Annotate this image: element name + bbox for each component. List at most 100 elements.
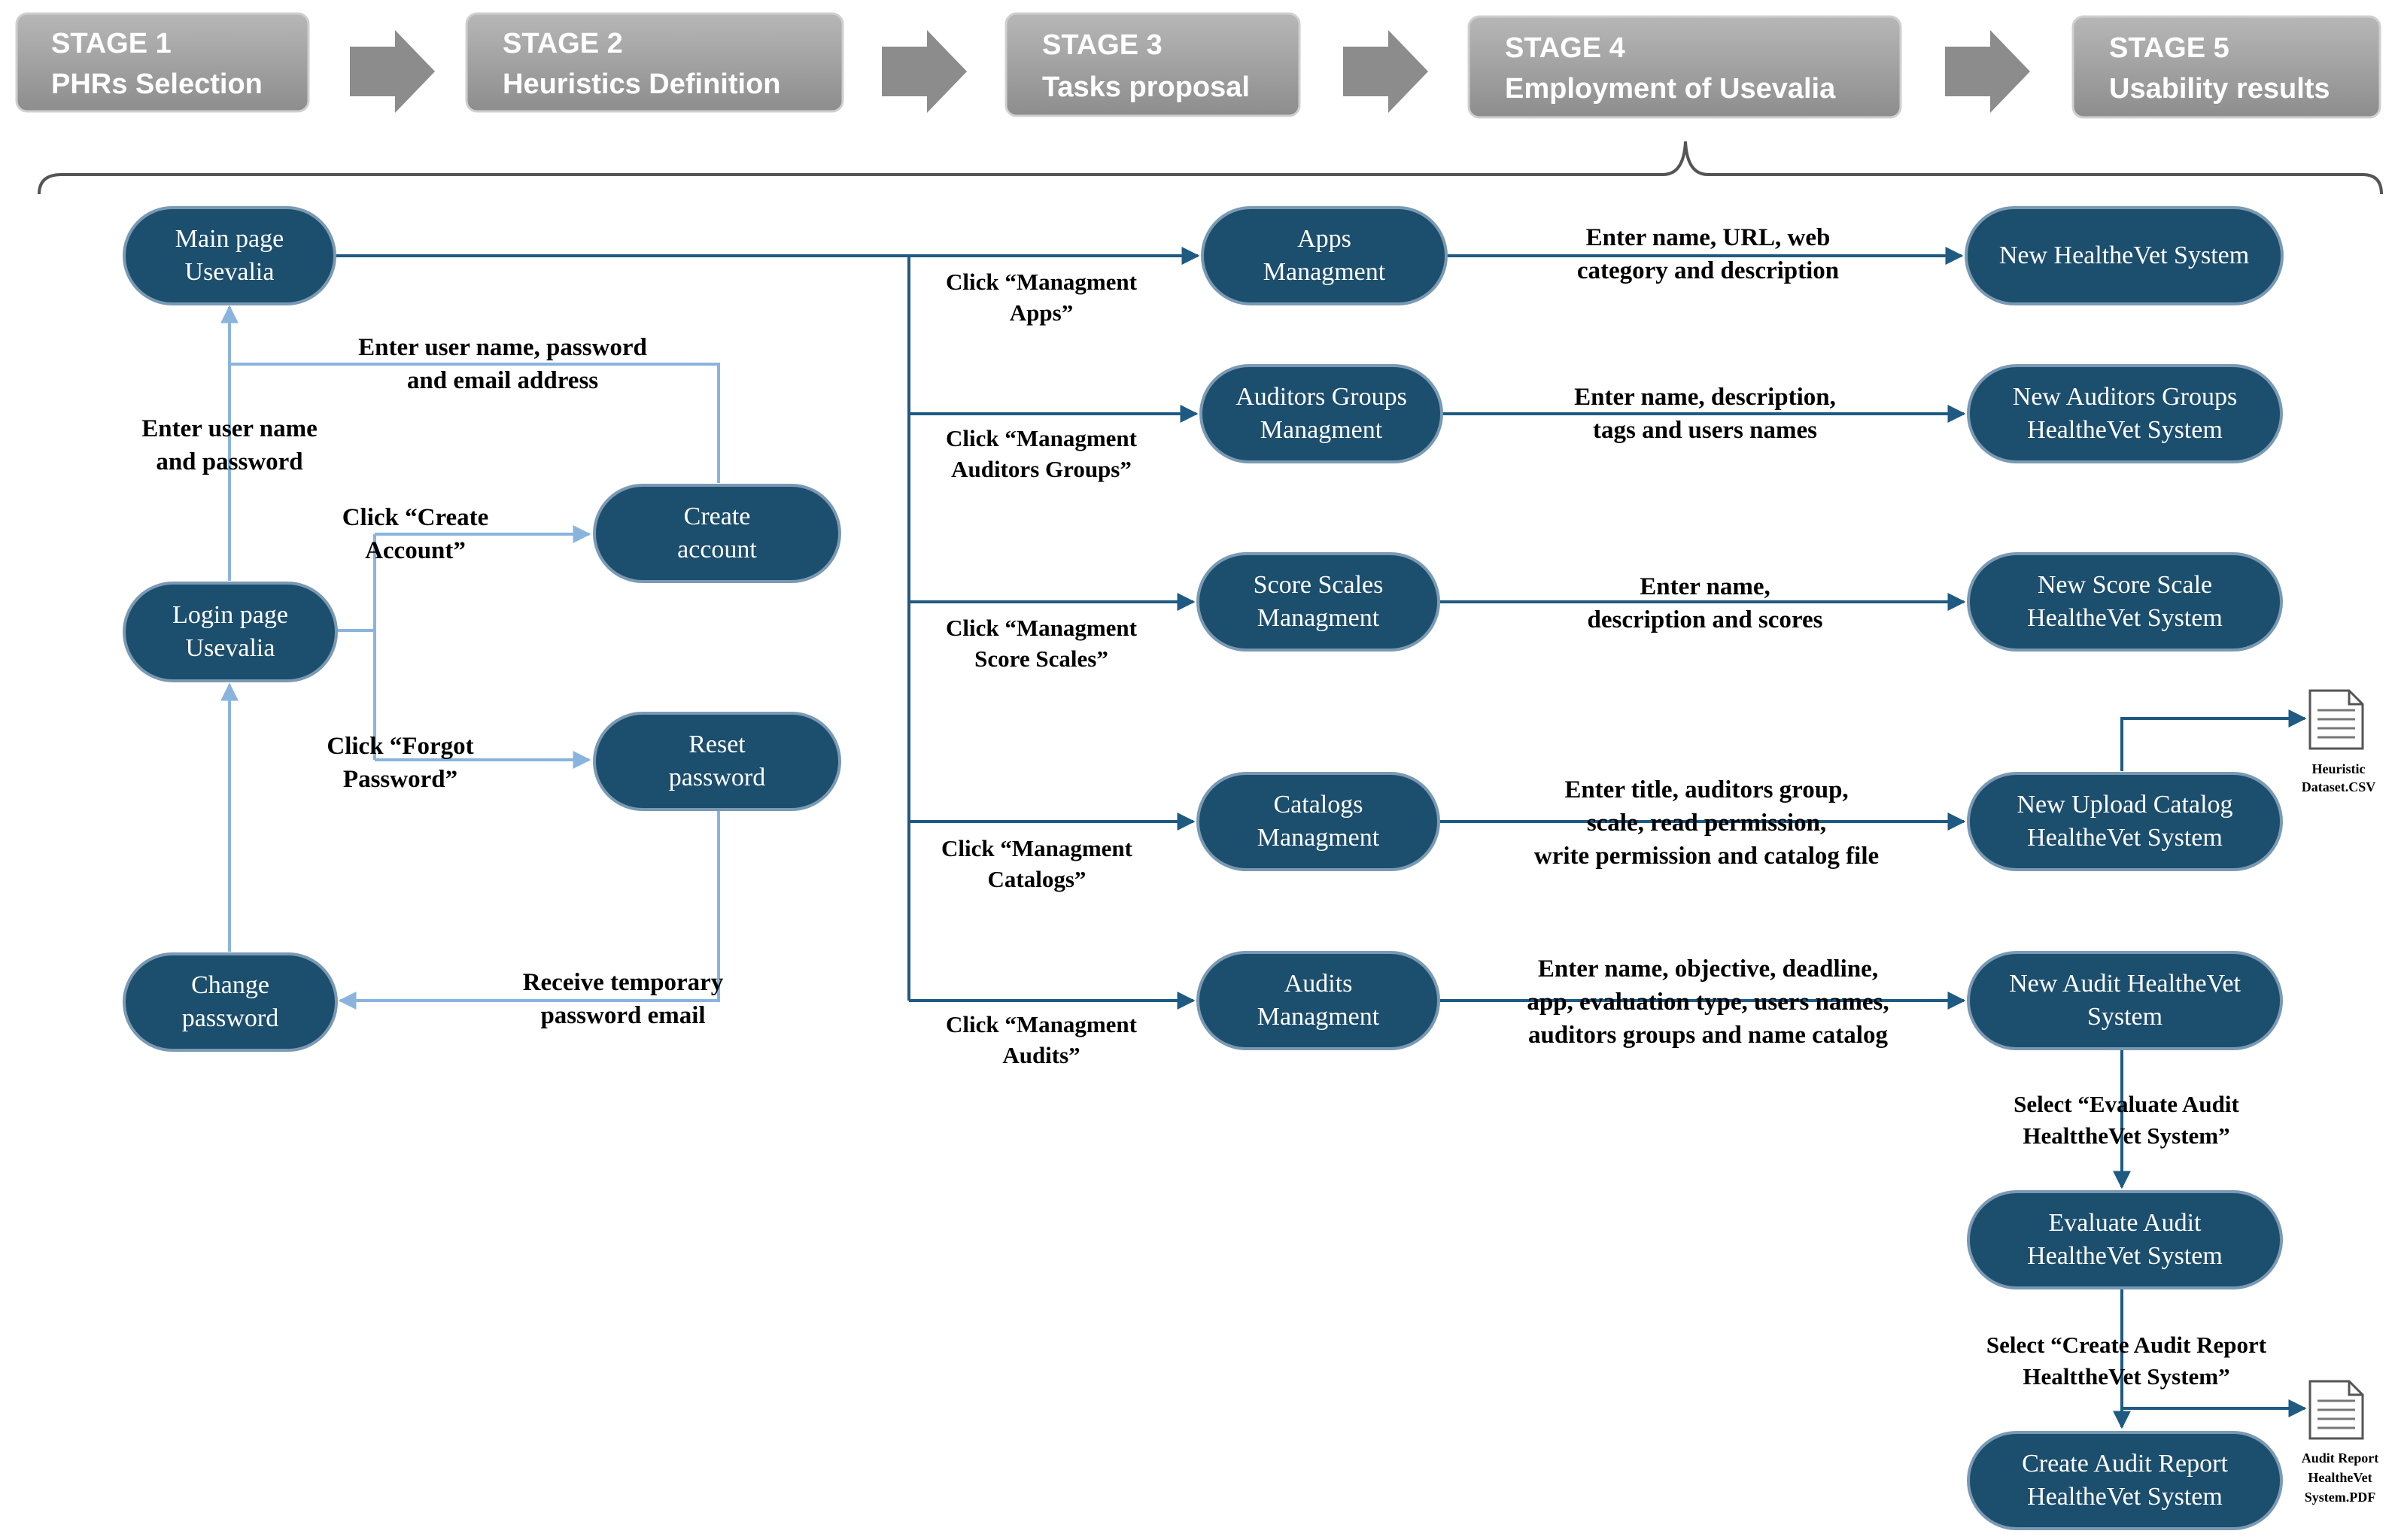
svg-text:Enter name, URL, web: Enter name, URL, web [1586,224,1831,251]
svg-text:HealttheVet System”: HealttheVet System” [2023,1363,2229,1390]
svg-text:Account”: Account” [365,537,466,564]
label-enter-catalogs: Enter title, auditors group, scale, read… [1534,776,1879,870]
stage-2-title: Heuristics Definition [503,68,781,100]
svg-text:HealtheVet System: HealtheVet System [2027,1242,2223,1270]
auditors-groups-managment-node[interactable]: Auditors Groups Managment [1199,364,1443,463]
stage-4-title: Employment of Usevalia [1505,73,1836,105]
svg-text:Enter user name: Enter user name [141,415,317,442]
svg-text:Managment: Managment [1260,416,1383,444]
svg-text:Change: Change [191,971,269,999]
label-enter-user-pwd: Enter user name and password [141,415,317,475]
svg-text:New Audit HealtheVet: New Audit HealtheVet [2009,970,2241,998]
svg-text:Enter name, objective, deadlin: Enter name, objective, deadline, [1538,955,1878,983]
new-score-scale-node[interactable]: New Score Scale HealtheVet System [1967,552,2283,652]
audits-managment-node[interactable]: Audits Managment [1196,951,1440,1050]
stage-5-number: STAGE 5 [2109,32,2229,64]
label-click-auditors-groups: Click “Managment Auditors Groups” [946,425,1138,482]
apps-managment-node[interactable]: Apps Managment [1201,206,1448,305]
svg-text:Score Scales”: Score Scales” [974,645,1108,672]
label-enter-groups: Enter name, description, tags and users … [1574,384,1836,444]
svg-text:New Upload Catalog: New Upload Catalog [2017,791,2232,819]
svg-text:Create: Create [684,503,751,530]
svg-text:category and description: category and description [1577,257,1839,284]
stage-4-number: STAGE 4 [1505,32,1625,64]
stage-5-title: Usability results [2109,73,2330,105]
svg-text:Auditors Groups: Auditors Groups [1235,383,1407,411]
label-click-apps: Click “Managment Apps” [946,269,1138,326]
svg-text:Reset: Reset [688,731,746,758]
svg-text:Enter name, description,: Enter name, description, [1574,384,1836,411]
new-audit-node[interactable]: New Audit HealtheVet System [1967,951,2283,1050]
svg-text:scale, read permission,: scale, read permission, [1587,809,1826,837]
svg-text:Click “Managment: Click “Managment [946,269,1138,295]
svg-text:password: password [669,764,765,791]
dataset-document-label: Heuristic Dataset.CSV [2302,761,2376,794]
svg-text:and email address: and email address [407,367,598,394]
svg-text:Apps: Apps [1297,225,1351,253]
svg-text:System.PDF: System.PDF [2305,1490,2375,1505]
new-healthevet-system-node[interactable]: New HealtheVet System [1965,206,2284,305]
svg-text:New Auditors Groups: New Auditors Groups [2013,383,2237,411]
svg-text:HealtheVet System: HealtheVet System [2027,604,2223,632]
login-branch-connector [336,534,376,760]
reset-to-change-connector [338,808,720,1010]
svg-text:System: System [2087,1003,2162,1031]
new-upload-catalog-node[interactable]: New Upload Catalog HealtheVet System [1967,772,2283,871]
evaluate-audit-node[interactable]: Evaluate Audit HealtheVet System [1967,1190,2283,1289]
svg-text:HealtheVet System: HealtheVet System [2027,824,2223,852]
change-password-node[interactable]: Change password [123,952,338,1052]
svg-text:Login page: Login page [172,601,288,629]
main-page-node[interactable]: Main page Usevalia [123,206,336,305]
stage-1-number: STAGE 1 [51,28,172,59]
catalogs-managment-node[interactable]: Catalogs Managment [1196,772,1440,871]
svg-text:Enter user name, password: Enter user name, password [358,334,647,361]
svg-text:write permission and catalog f: write permission and catalog file [1534,843,1879,870]
stage-2-box: STAGE 2 Heuristics Definition [465,12,844,113]
label-click-score-scales: Click “Managment Score Scales” [946,615,1138,672]
label-select-create-report: Select “Create Audit Report HealttheVet … [1986,1332,2267,1390]
svg-text:Main page: Main page [175,225,284,253]
svg-text:Select “Evaluate Audit: Select “Evaluate Audit [2014,1091,2239,1117]
stage-3-number: STAGE 3 [1042,29,1163,61]
create-audit-report-node[interactable]: Create Audit Report HealtheVet System [1967,1431,2283,1530]
svg-text:Heuristic: Heuristic [2312,761,2366,776]
svg-text:Managment: Managment [1257,604,1380,632]
stage-arrow-1 [350,30,435,113]
audit-report-pdf-label: Audit Report HealtheVet System.PDF [2302,1450,2379,1505]
svg-text:Managment: Managment [1263,258,1386,286]
svg-text:Managment: Managment [1257,1003,1380,1031]
label-enter-audits: Enter name, objective, deadline, app, ev… [1527,955,1889,1049]
svg-text:Dataset.CSV: Dataset.CSV [2302,779,2376,794]
svg-text:Audits: Audits [1284,970,1353,998]
svg-text:HealtheVet: HealtheVet [2308,1470,2372,1485]
score-scales-managment-node[interactable]: Score Scales Managment [1196,552,1440,652]
label-select-evaluate: Select “Evaluate Audit HealttheVet Syste… [2014,1091,2239,1149]
svg-text:New HealtheVet System: New HealtheVet System [1999,241,2249,269]
stage-2-number: STAGE 2 [503,28,623,59]
svg-text:auditors groups and name catal: auditors groups and name catalog [1528,1022,1888,1049]
stage-arrow-2 [882,30,967,113]
svg-text:app, evaluation type, users na: app, evaluation type, users names, [1527,989,1889,1016]
label-click-audits: Click “Managment Audits” [946,1011,1138,1068]
svg-text:Score Scales: Score Scales [1254,571,1384,599]
svg-text:account: account [677,536,757,563]
stage-1-title: PHRs Selection [51,68,263,100]
create-account-node[interactable]: Create account [593,484,841,583]
svg-text:HealttheVet System”: HealttheVet System” [2023,1122,2229,1149]
svg-text:Enter name,: Enter name, [1640,573,1770,600]
svg-text:password email: password email [540,1002,705,1029]
stage-4-box: STAGE 4 Employment of Usevalia [1467,15,1902,119]
svg-text:Managment: Managment [1257,824,1380,852]
dataset-document-icon [2308,689,2364,750]
audit-report-pdf-icon [2308,1380,2364,1440]
svg-text:Create Audit Report: Create Audit Report [2022,1450,2228,1478]
new-auditors-groups-node[interactable]: New Auditors Groups HealtheVet System [1967,364,2283,463]
svg-text:HealtheVet System: HealtheVet System [2027,416,2223,444]
reset-password-node[interactable]: Reset password [593,712,841,811]
label-click-create-account: Click “Create Account” [342,504,489,564]
svg-text:New Score Scale: New Score Scale [2038,571,2212,599]
svg-text:Audit Report: Audit Report [2302,1450,2379,1466]
login-page-node[interactable]: Login page Usevalia [123,582,338,682]
svg-text:description and scores: description and scores [1588,606,1823,633]
